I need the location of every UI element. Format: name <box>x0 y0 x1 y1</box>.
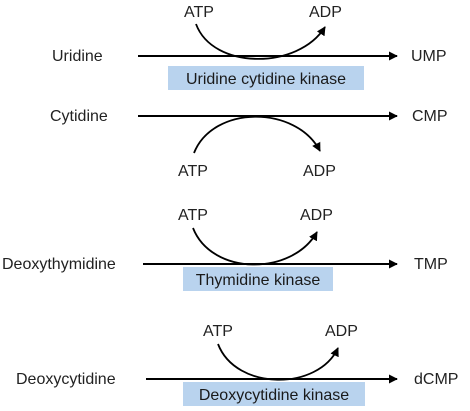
adp-label: ADP <box>325 323 358 340</box>
product-label: TMP <box>414 256 448 273</box>
reaction-deoxythymidine: Deoxythymidine TMP ATP ADP Thymidine kin… <box>2 207 448 291</box>
atp-label: ATP <box>178 207 208 224</box>
enzyme-label: Uridine cytidine kinase <box>186 71 346 88</box>
product-label: UMP <box>411 48 447 65</box>
atp-label: ATP <box>184 4 214 21</box>
reaction-uridine: Uridine UMP ATP ADP Uridine cytidine kin… <box>52 4 447 90</box>
cofactor-curve-arrow <box>192 227 318 266</box>
atp-label: ATP <box>203 323 233 340</box>
substrate-label: Cytidine <box>50 108 108 125</box>
adp-label: ADP <box>309 4 342 21</box>
reaction-deoxycytidine: Deoxycytidine dCMP ATP ADP Deoxycytidine… <box>16 323 458 406</box>
cofactor-curve-arrow <box>195 23 326 60</box>
adp-label: ADP <box>303 163 336 180</box>
enzyme-label: Thymidine kinase <box>196 272 321 289</box>
substrate-label: Uridine <box>52 48 103 65</box>
cofactor-curve-arrow <box>217 343 339 381</box>
enzyme-box <box>183 382 365 406</box>
product-label: dCMP <box>414 371 458 388</box>
enzyme-box <box>183 267 333 291</box>
product-label: CMP <box>412 108 448 125</box>
atp-label: ATP <box>178 163 208 180</box>
substrate-label: Deoxycytidine <box>16 371 116 388</box>
cofactor-curve-arrow <box>193 115 321 154</box>
substrate-label: Deoxythymidine <box>2 256 116 273</box>
adp-label: ADP <box>300 207 333 224</box>
reaction-cytidine: Cytidine CMP ATP ADP <box>50 108 448 180</box>
enzyme-box <box>168 66 364 90</box>
enzyme-label: Deoxycytidine kinase <box>199 387 349 404</box>
